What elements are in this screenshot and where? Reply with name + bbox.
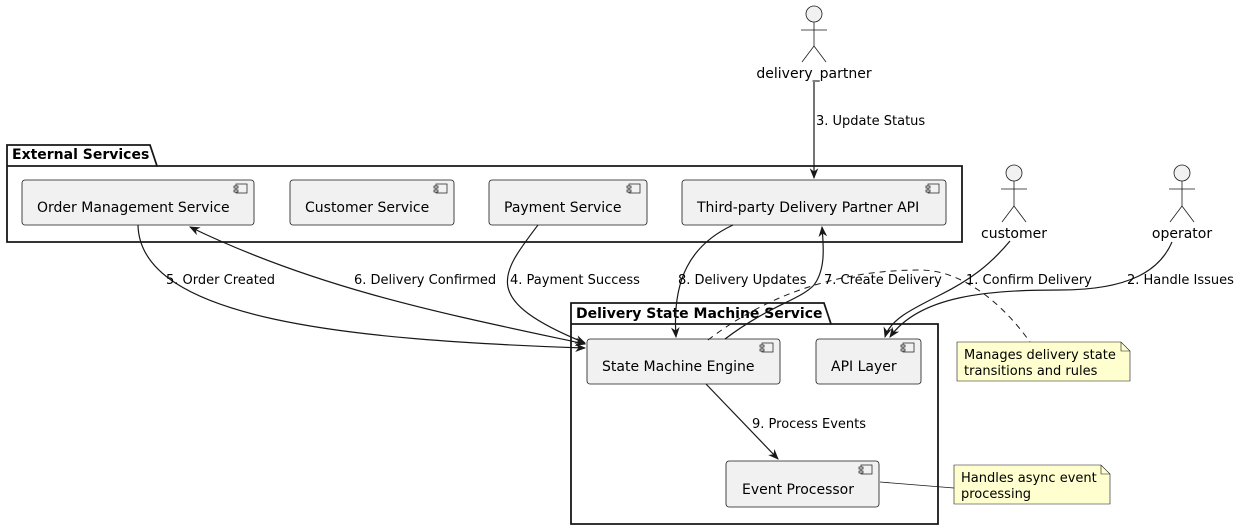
component-api-layer[interactable]: API Layer — [815, 338, 922, 385]
component-order-management[interactable]: Order Management Service — [21, 179, 255, 226]
component-icon — [925, 183, 940, 194]
actor-label: operator — [1152, 226, 1212, 242]
note-connector-event-processor — [879, 481, 955, 489]
component-event-processor[interactable]: Event Processor — [725, 460, 880, 508]
component-icon — [759, 342, 774, 353]
edge-process-events — [705, 383, 779, 460]
note-event-processor: Handles async event processing — [953, 464, 1111, 505]
edge-handle-issues — [889, 241, 1173, 338]
component-label: Payment Service — [504, 200, 621, 216]
actor-operator[interactable]: operator — [1152, 164, 1212, 242]
edge-label: 7. Create Delivery — [824, 273, 942, 288]
edge-label: 6. Delivery Confirmed — [354, 273, 496, 288]
component-label: Third-party Delivery Partner API — [696, 200, 919, 216]
actor-customer[interactable]: customer — [981, 164, 1047, 242]
note-line: transitions and rules — [964, 364, 1098, 379]
actor-label: delivery_partner — [756, 66, 871, 82]
component-label: Customer Service — [305, 200, 429, 216]
edge-label: 4. Payment Success — [510, 273, 640, 288]
component-icon — [626, 183, 641, 194]
edge-delivery-updates — [671, 224, 734, 339]
package-title-delivery: Delivery State Machine Service — [576, 306, 823, 322]
edge-payment-success — [506, 224, 586, 344]
component-label: Order Management Service — [37, 200, 230, 216]
package-external-services: External Services — [6, 144, 963, 243]
component-customer-service[interactable]: Customer Service — [289, 179, 455, 226]
edge-label: 2. Handle Issues — [1127, 273, 1234, 288]
edge-label: 5. Order Created — [166, 273, 275, 288]
actor-delivery-partner[interactable]: delivery_partner — [756, 5, 872, 82]
component-payment-service[interactable]: Payment Service — [488, 179, 648, 226]
component-label: API Layer — [831, 359, 897, 375]
component-icon — [433, 183, 448, 194]
component-icon — [233, 183, 248, 194]
note-line: Handles async event — [961, 471, 1097, 486]
component-state-machine-engine[interactable]: State Machine Engine — [586, 338, 781, 385]
actor-label: customer — [981, 226, 1047, 242]
package-title-external: External Services — [12, 147, 149, 163]
component-third-party-delivery-api[interactable]: Third-party Delivery Partner API — [681, 179, 947, 226]
edge-label: 3. Update Status — [816, 114, 925, 129]
edge-label: 9. Process Events — [752, 417, 866, 432]
note-line: Manages delivery state — [964, 348, 1116, 363]
component-label: Event Processor — [742, 482, 854, 498]
component-icon — [858, 464, 873, 475]
edge-create-delivery — [724, 225, 828, 340]
note-line: processing — [961, 487, 1031, 502]
edge-label: 8. Delivery Updates — [678, 273, 807, 288]
edge-delivery-confirmed — [189, 226, 587, 347]
note-state-machine: Manages delivery state transitions and r… — [956, 341, 1131, 382]
component-label: State Machine Engine — [602, 359, 755, 375]
note-connector-state-machine — [707, 269, 1031, 343]
edge-confirm-delivery — [883, 240, 1011, 339]
edge-label: 1. Confirm Delivery — [966, 273, 1092, 288]
component-icon — [900, 342, 915, 353]
package-delivery-state-machine: Delivery State Machine Service — [570, 302, 939, 525]
